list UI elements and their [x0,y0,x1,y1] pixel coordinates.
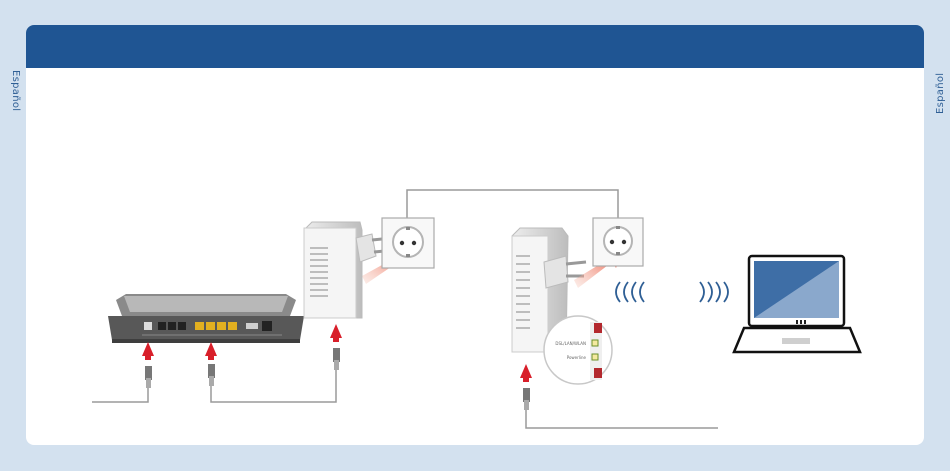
adapter1-arrow [330,324,342,342]
led-detail-circle: DSL/LAN/WLAN Powerline [544,316,612,384]
side-language-label-right: Español [935,73,946,114]
wifi-waves-icon [700,282,728,302]
side-language-label-left: Español [10,70,21,111]
router-dsl-arrow [142,342,154,360]
adapter2-arrow [520,364,532,382]
cable-plug-icon [208,364,215,386]
lan-cable [211,370,336,402]
cable-plug-icon [523,388,530,410]
mains-wiring-line [407,190,618,218]
cable-plug-icon [333,348,340,370]
dsl-cable [92,388,148,402]
wifi-waves-icon [616,282,644,302]
cable-plug-icon [145,366,152,388]
router-icon [108,294,304,343]
content-panel: DSL/LAN/WLAN Powerline [26,25,924,445]
laptop-lan-cable [526,410,718,428]
power-socket-icon [382,218,434,268]
led-label-top: DSL/LAN/WLAN [555,341,586,346]
side-language-tab-right[interactable]: Español [930,70,950,130]
laptop-icon [734,256,860,352]
router-lan-arrow [205,342,217,360]
power-socket-icon [593,218,643,266]
powerline-setup-diagram: DSL/LAN/WLAN Powerline [26,25,924,445]
led-label-bottom: Powerline [567,355,587,360]
side-language-tab-left[interactable]: Español [4,70,26,130]
